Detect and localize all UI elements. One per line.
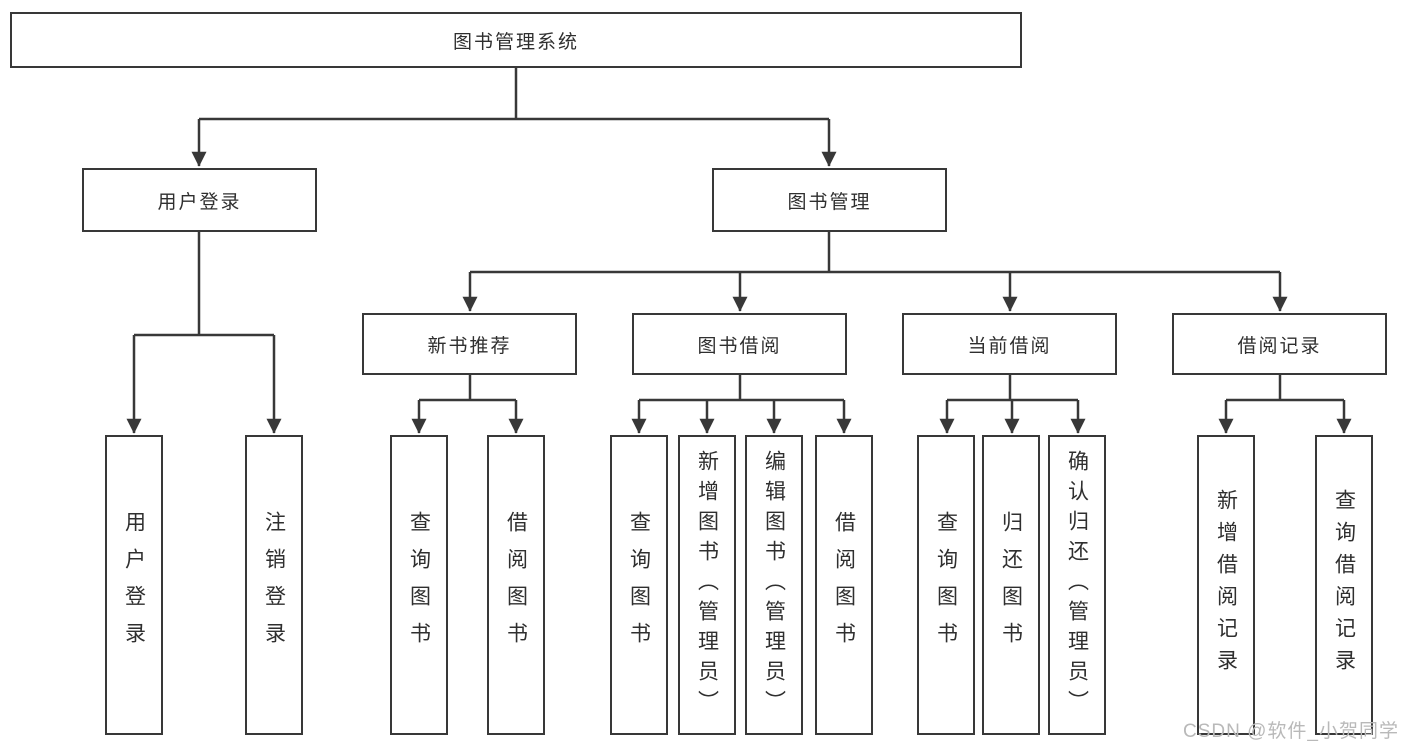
leaf-borrow-books-2: 借阅图书	[815, 435, 873, 735]
leaf-edit-books-admin: 编辑图书（管理员）	[745, 435, 803, 735]
node-book-borrow: 图书借阅	[632, 313, 847, 375]
node-user-login: 用户登录	[82, 168, 317, 232]
leaf-logout-login-label: 注销登录	[262, 511, 286, 659]
leaf-query-books-1-label: 查询图书	[407, 511, 431, 659]
node-current-borrow: 当前借阅	[902, 313, 1117, 375]
leaf-query-borrow-record: 查询借阅记录	[1315, 435, 1373, 735]
leaf-logout-login: 注销登录	[245, 435, 303, 735]
leaf-query-books-1: 查询图书	[390, 435, 448, 735]
leaf-return-books: 归还图书	[982, 435, 1040, 735]
leaf-user-login-label: 用户登录	[122, 511, 146, 659]
watermark: CSDN @软件_小贺同学	[1183, 721, 1399, 742]
leaf-add-books-admin-label: 新增图书（管理员）	[695, 450, 719, 720]
node-book-borrow-label: 图书借阅	[697, 335, 782, 357]
node-borrow-records: 借阅记录	[1172, 313, 1387, 375]
leaf-query-books-3: 查询图书	[917, 435, 975, 735]
leaf-query-books-2: 查询图书	[610, 435, 668, 735]
node-borrow-records-label: 借阅记录	[1237, 335, 1322, 357]
node-new-book-recommend-label: 新书推荐	[427, 335, 512, 357]
node-new-book-recommend: 新书推荐	[362, 313, 577, 375]
node-root-label: 图书管理系统	[452, 31, 579, 53]
leaf-borrow-books-2-label: 借阅图书	[832, 511, 856, 659]
leaf-query-books-3-label: 查询图书	[934, 511, 958, 659]
leaf-borrow-books-1: 借阅图书	[487, 435, 545, 735]
leaf-return-books-label: 归还图书	[999, 511, 1023, 659]
leaf-user-login: 用户登录	[105, 435, 163, 735]
leaf-add-books-admin: 新增图书（管理员）	[678, 435, 736, 735]
leaf-query-books-2-label: 查询图书	[627, 511, 651, 659]
leaf-edit-books-admin-label: 编辑图书（管理员）	[762, 450, 786, 720]
leaf-confirm-return-admin-label: 确认归还（管理员）	[1065, 450, 1089, 720]
leaf-borrow-books-1-label: 借阅图书	[504, 511, 528, 659]
leaf-add-borrow-record: 新增借阅记录	[1197, 435, 1255, 735]
leaf-query-borrow-record-label: 查询借阅记录	[1332, 489, 1356, 681]
node-book-management: 图书管理	[712, 168, 947, 232]
leaf-add-borrow-record-label: 新增借阅记录	[1214, 489, 1238, 681]
node-book-management-label: 图书管理	[787, 191, 872, 213]
leaf-confirm-return-admin: 确认归还（管理员）	[1048, 435, 1106, 735]
node-root: 图书管理系统	[10, 12, 1022, 68]
node-user-login-label: 用户登录	[157, 191, 242, 213]
node-current-borrow-label: 当前借阅	[967, 335, 1052, 357]
